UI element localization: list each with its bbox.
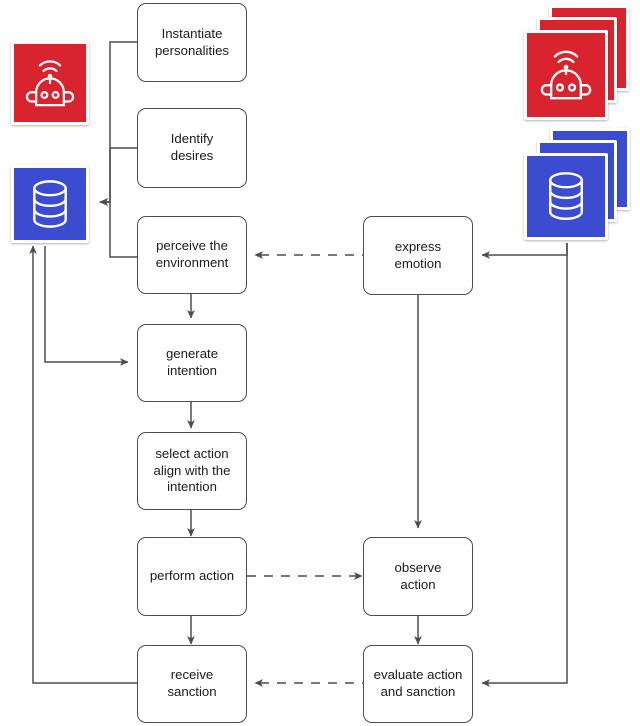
node-line-1: express bbox=[394, 238, 442, 254]
database-icon-front bbox=[524, 153, 608, 240]
node-select-action[interactable]: select action align with the intention bbox=[137, 432, 247, 510]
node-line-1: generate bbox=[165, 346, 219, 362]
node-line-2: environment bbox=[155, 255, 229, 270]
edge-identify-to-memory bbox=[99, 147, 137, 206]
node-line-1: perceive the bbox=[156, 238, 228, 254]
node-identify-desires[interactable]: Identify desires bbox=[137, 108, 247, 188]
robot-icon-front bbox=[524, 30, 608, 120]
edge-instantiate-to-memory bbox=[99, 41, 137, 206]
node-line-2: sanction bbox=[167, 684, 217, 699]
node-line-1: select action bbox=[155, 445, 229, 461]
edge-memories-to-evaluate bbox=[481, 240, 568, 687]
node-line-1: perform action bbox=[149, 568, 235, 584]
node-line-1: Instantiate bbox=[161, 25, 223, 41]
node-line-2: align with the bbox=[153, 462, 231, 478]
database-icon bbox=[11, 165, 89, 243]
node-observe-action[interactable]: observe action bbox=[363, 537, 473, 616]
node-line-2: desires bbox=[170, 148, 214, 163]
node-line-2: and sanction bbox=[380, 684, 456, 699]
node-generate-intention[interactable]: generate intention bbox=[137, 324, 247, 402]
edge-memory-to-generate bbox=[44, 243, 129, 366]
edge-perceive-to-memory bbox=[99, 198, 137, 258]
memory-icon-card[interactable] bbox=[8, 162, 92, 246]
robot-icon bbox=[11, 41, 89, 125]
node-line-1: evaluate action bbox=[373, 667, 463, 683]
node-line-1: Identify bbox=[170, 131, 214, 147]
node-line-2: emotion bbox=[394, 255, 442, 271]
node-line-2: personalities bbox=[154, 42, 230, 58]
node-line-1: observe bbox=[394, 559, 442, 575]
node-line-2: intention bbox=[167, 363, 217, 378]
agents-stack-icon-card[interactable] bbox=[524, 5, 632, 123]
memories-stack-icon-card[interactable] bbox=[524, 128, 634, 243]
node-perform-action[interactable]: perform action bbox=[137, 537, 247, 616]
node-express-emotion[interactable]: express emotion bbox=[363, 216, 473, 295]
edge-receive-to-memory bbox=[29, 245, 137, 684]
node-line-1: receive bbox=[170, 667, 214, 683]
node-instantiate-personalities[interactable]: Instantiate personalities bbox=[137, 3, 247, 82]
node-line-2: action bbox=[400, 576, 436, 592]
node-evaluate-action-and-sanction[interactable]: evaluate action and sanction bbox=[363, 645, 473, 723]
node-receive-sanction[interactable]: receive sanction bbox=[137, 645, 247, 723]
node-line-3: intention bbox=[167, 479, 217, 495]
node-perceive-the-environment[interactable]: perceive the environment bbox=[137, 216, 247, 294]
agent-icon-card[interactable] bbox=[8, 38, 92, 128]
